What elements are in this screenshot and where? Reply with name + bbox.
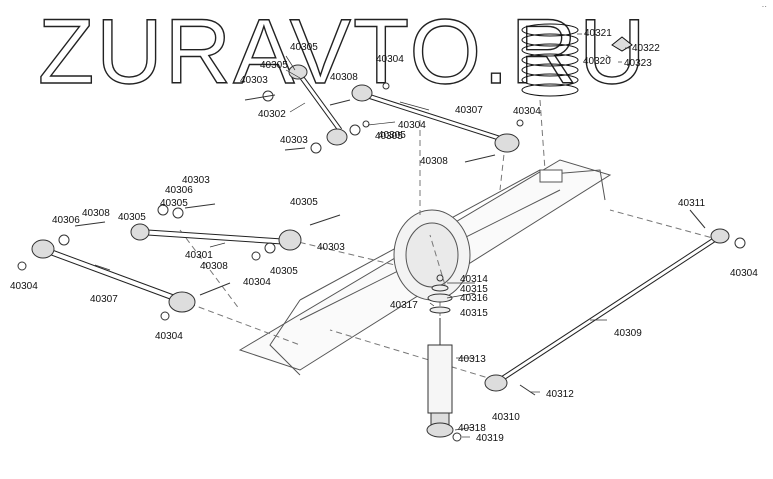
part-number-label: 40308 <box>200 261 228 272</box>
part-number-label: 40305 <box>378 130 406 141</box>
part-number-label: 40304 <box>398 120 426 131</box>
shock-absorber <box>426 274 462 442</box>
part-number-label: 40305 <box>260 60 288 71</box>
part-number-label: 40304 <box>155 331 183 342</box>
part-number-label: 40304 <box>376 54 404 65</box>
lower-trailing-arm <box>17 203 341 321</box>
part-number-label: 40303 <box>182 175 210 186</box>
part-number-label: 40312 <box>546 389 574 400</box>
part-number-label: 40307 <box>90 294 118 305</box>
part-number-label: 40305 <box>118 212 146 223</box>
part-number-label: 40317 <box>390 300 418 311</box>
part-number-label: 40321 <box>584 28 612 39</box>
part-number-label: 40305 <box>290 197 318 208</box>
label-leaders <box>94 33 630 438</box>
part-number-label: 40313 <box>458 354 486 365</box>
part-number-label: 40318 <box>458 423 486 434</box>
coil-spring <box>521 23 633 97</box>
part-number-label: 40304 <box>513 106 541 117</box>
part-number-label: 40303 <box>280 135 308 146</box>
part-number-label: 40315 <box>460 308 488 319</box>
part-number-label: 40305 <box>270 266 298 277</box>
part-number-label: 40311 <box>678 198 706 209</box>
part-number-label: 40306 <box>52 215 80 226</box>
part-number-label: 40308 <box>82 208 110 219</box>
part-number-label: 40308 <box>330 72 358 83</box>
part-number-label: 40316 <box>460 293 488 304</box>
watermark-text: ZURAVTO.RU <box>37 1 648 103</box>
part-number-label: 40306 <box>165 185 193 196</box>
part-number-label: 40301 <box>185 250 213 261</box>
part-number-label: 40308 <box>420 156 448 167</box>
part-number-label: 40302 <box>258 109 286 120</box>
part-number-label: 40314 <box>460 274 488 285</box>
part-number-label: 40309 <box>614 328 642 339</box>
part-number-label: 40320 <box>583 56 611 67</box>
part-number-label: 40305 <box>290 42 318 53</box>
part-number-label: 40305 <box>160 198 188 209</box>
part-number-label: 40303 <box>317 242 345 253</box>
panhard-rod <box>484 209 746 396</box>
part-number-label: 40304 <box>243 277 271 288</box>
part-number-label: 40303 <box>240 75 268 86</box>
part-number-label: 40310 <box>492 412 520 423</box>
part-number-label: 40319 <box>476 433 504 444</box>
part-number-label: 40305 <box>375 131 403 142</box>
part-number-label: 40304 <box>10 281 38 292</box>
upper-trailing-arm <box>244 64 524 163</box>
part-number-label: 40315 <box>460 284 488 295</box>
part-number-label: 40307 <box>455 105 483 116</box>
part-number-label: 40323 <box>624 58 652 69</box>
rear-axle-housing <box>238 159 612 376</box>
part-number-label: 40322 <box>632 43 660 54</box>
part-number-label: 40304 <box>730 268 758 279</box>
corner-mark: ·· <box>761 2 767 11</box>
